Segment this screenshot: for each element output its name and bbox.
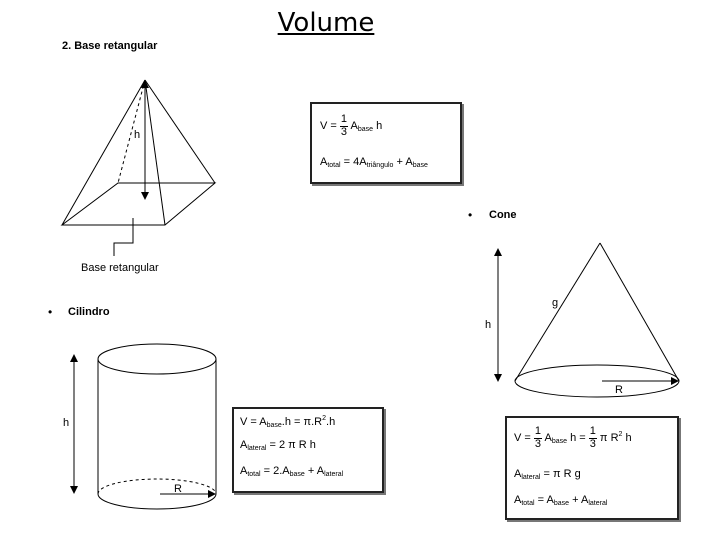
formula-text: = 2.A xyxy=(263,465,290,477)
formula-text: V = xyxy=(514,431,531,444)
formula-text: A xyxy=(544,431,552,444)
fraction-numerator: 1 xyxy=(533,425,543,439)
formula-text: = 4A xyxy=(343,156,367,168)
formula-text: V = xyxy=(320,119,337,132)
cylinder-lateral-area-formula: Alateral = 2 π R h xyxy=(240,439,316,453)
formula-text: A xyxy=(240,439,248,451)
fraction-numerator: 1 xyxy=(588,425,597,439)
formula-text: + A xyxy=(307,465,325,477)
formula-text: A xyxy=(320,156,328,168)
cylinder-bullet: • xyxy=(48,305,53,319)
formula-subscript: base xyxy=(551,437,567,445)
cylinder-volume-formula: V = Abase.h = π.R2.h xyxy=(240,415,335,430)
formula-subscript: base xyxy=(357,125,373,133)
formula-subscript: total xyxy=(521,500,535,507)
formula-text: .h xyxy=(326,416,336,428)
pyramid-base xyxy=(60,182,217,226)
formula-text: h xyxy=(625,431,632,444)
cone-lateral-area-formula: Alateral = π R g xyxy=(514,468,581,482)
formula-subscript: lateral xyxy=(324,471,344,478)
formula-subscript: base xyxy=(289,471,305,478)
formula-text: = 2 π R h xyxy=(269,439,316,451)
formula-superscript: 2 xyxy=(618,430,623,438)
fraction-denominator: 3 xyxy=(534,437,542,450)
cone-total-area-formula: Atotal = Abase + Alateral xyxy=(514,494,607,508)
cylinder-bottom-back xyxy=(97,478,217,495)
formula-text: A xyxy=(514,468,522,480)
formula-text: = A xyxy=(537,494,554,506)
formula-subscript: triângulo xyxy=(366,162,394,169)
pyramid-total-area-formula: Atotal = 4Atriângulo + Abase xyxy=(320,156,428,170)
formula-text: A xyxy=(514,494,522,506)
cylinder-radius-label: R xyxy=(174,483,182,495)
cone-height-label: h xyxy=(485,319,492,331)
cone-slant-label: g xyxy=(552,297,559,309)
pyramid-base-pointer xyxy=(113,218,134,256)
cone-radius-label: R xyxy=(615,384,623,396)
cone-heading: Cone xyxy=(489,209,517,221)
pyramid-edge xyxy=(61,79,146,226)
cylinder-diagram xyxy=(70,343,217,510)
cone-slant-right xyxy=(599,242,680,382)
pyramid-edge xyxy=(144,79,166,226)
pyramid-height-label: h xyxy=(134,129,141,141)
formula-subscript: lateral xyxy=(247,445,267,452)
formula-text: h = xyxy=(570,431,586,444)
formula-subscript: total xyxy=(327,162,341,169)
fraction-denominator: 3 xyxy=(340,125,348,138)
formula-text: h xyxy=(376,119,383,132)
pyramid-diagram xyxy=(60,79,217,256)
fraction-numerator: 1 xyxy=(339,113,349,127)
cone-slant-left xyxy=(514,242,601,382)
formula-subscript: base xyxy=(412,162,428,169)
cylinder-formula-box: V = Abase.h = π.R2.h Alateral = 2 π R h … xyxy=(232,407,384,493)
formula-text: + A xyxy=(396,156,413,168)
page-title: Volume xyxy=(277,8,375,38)
cone-diagram xyxy=(494,242,680,398)
cone-bullet: • xyxy=(468,208,473,222)
cylinder-total-area-formula: Atotal = 2.Abase + Alateral xyxy=(240,465,343,479)
formula-subscript: base xyxy=(266,422,282,429)
formula-superscript: 2 xyxy=(322,415,327,422)
fraction-denominator: 3 xyxy=(589,437,596,450)
cylinder-top-ellipse xyxy=(97,343,217,375)
formula-subscript: base xyxy=(553,500,570,507)
formula-subscript: lateral xyxy=(588,500,608,507)
formula-text: .h = π.R xyxy=(281,416,323,428)
formula-subscript: total xyxy=(247,471,261,478)
cylinder-bottom-front xyxy=(97,493,217,510)
formula-subscript: lateral xyxy=(521,474,541,481)
pyramid-heading: 2. Base retangular xyxy=(62,40,158,52)
formula-text: + A xyxy=(572,494,589,506)
formula-text: V = A xyxy=(240,416,267,428)
formula-text: = π R g xyxy=(543,468,581,480)
cylinder-heading: Cilindro xyxy=(68,306,110,318)
formula-text: A xyxy=(240,465,248,477)
pyramid-base-label: Base retangular xyxy=(81,262,159,274)
pyramid-hidden-edge xyxy=(117,79,146,184)
formula-text: π R xyxy=(599,431,619,444)
cylinder-height-label: h xyxy=(63,417,70,429)
pyramid-edge xyxy=(144,79,216,184)
formula-text: A xyxy=(350,119,358,132)
